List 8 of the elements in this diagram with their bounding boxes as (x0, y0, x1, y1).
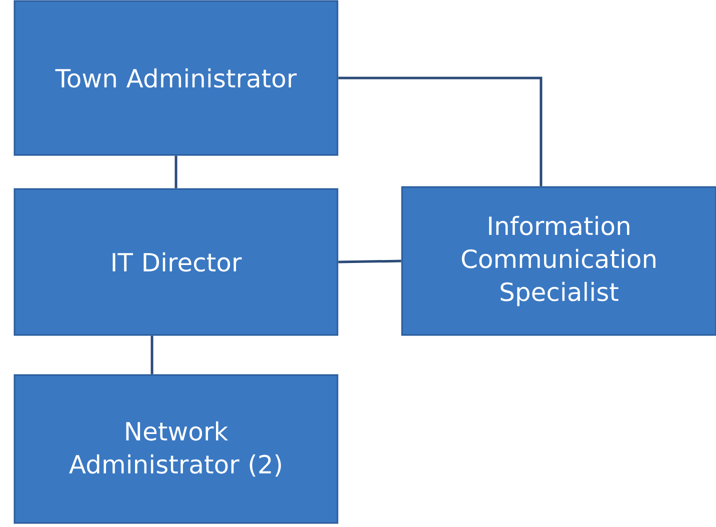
connector-line (338, 76, 542, 186)
connector-line (174, 156, 178, 188)
org-box: Town Administrator (14, 0, 338, 156)
connector-line (150, 336, 154, 374)
connector-line (338, 260, 402, 264)
org-box: IT Director (14, 188, 338, 336)
org-box: Information Communication Specialist (401, 186, 716, 336)
org-box: Network Administrator (2) (14, 374, 338, 524)
